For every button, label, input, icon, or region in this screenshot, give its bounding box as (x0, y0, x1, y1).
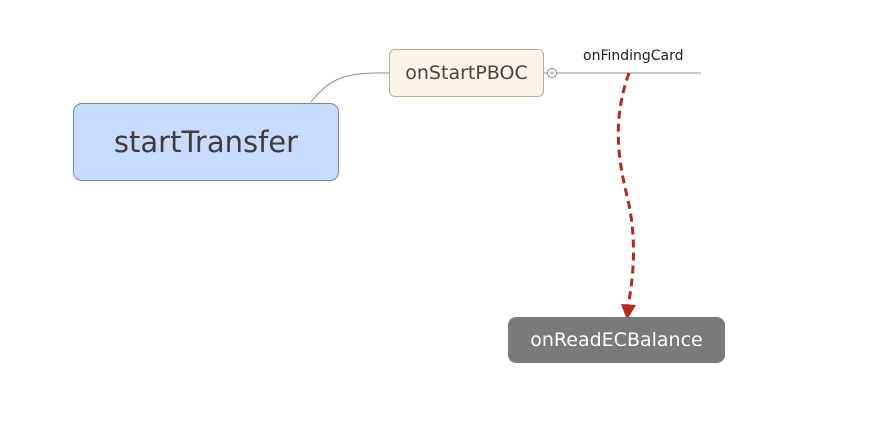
arrowhead-icon (621, 304, 636, 320)
central-topic-label: startTransfer (113, 125, 299, 159)
relationship-line[interactable] (616, 72, 635, 307)
branch-connector-central-to-main (310, 72, 390, 103)
central-topic[interactable]: startTransfer (73, 103, 339, 181)
sub-topic-label[interactable]: onFindingCard (583, 48, 684, 64)
main-topic-label: onStartPBOC (405, 62, 528, 84)
main-topic[interactable]: onStartPBOC (389, 49, 544, 97)
floating-topic-label: onReadECBalance (530, 329, 703, 351)
floating-topic[interactable]: onReadECBalance (508, 317, 725, 363)
